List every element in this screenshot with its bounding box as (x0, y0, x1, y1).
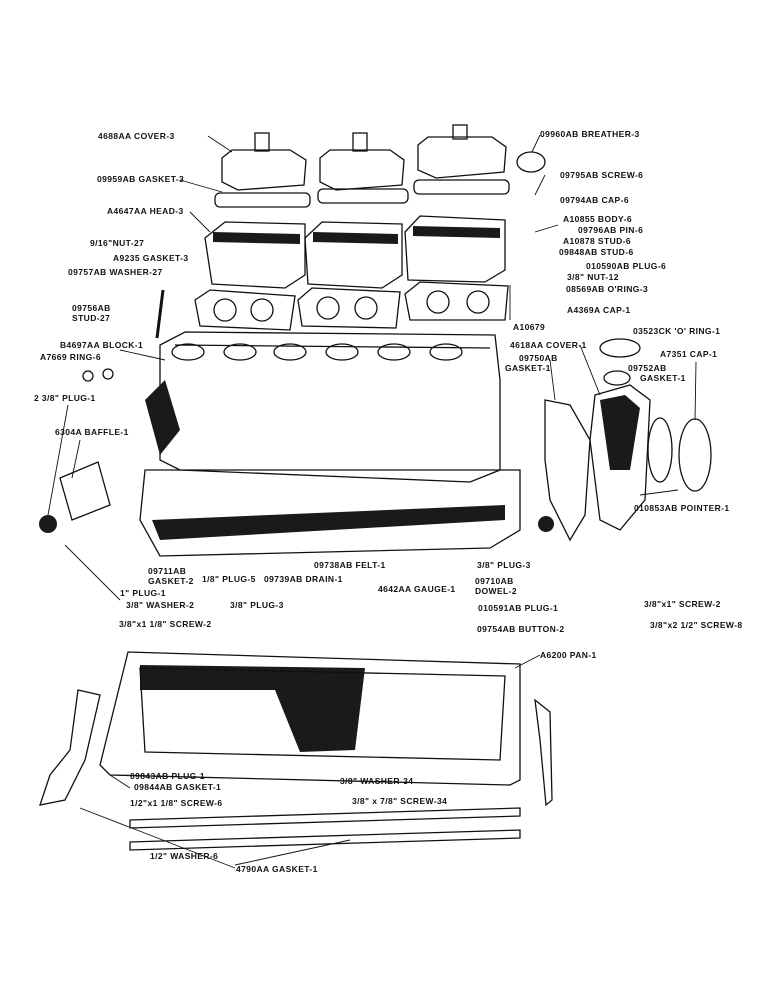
label-pointer: 010853AB POINTER-1 (634, 503, 730, 513)
cover-gasket-1 (214, 192, 311, 208)
label-ring-6: A7669 RING-6 (40, 352, 102, 362)
cover-gasket-side (544, 399, 591, 542)
label-stud-6a: A10878 STUD-6 (563, 236, 632, 246)
label-plug-6: 010590AB PLUG-6 (586, 261, 667, 271)
label-cap-a7351: A7351 CAP-1 (660, 349, 718, 359)
label-plug-38-3b: 3/8" PLUG-3 (230, 600, 284, 610)
label-gasket-09752-b: GASKET-1 (640, 373, 686, 383)
label-gasket-09711-a: 09711AB (148, 566, 187, 576)
label-stud-6b: 09848AB STUD-6 (559, 247, 634, 257)
label-plug-010591: 010591AB PLUG-1 (478, 603, 559, 613)
cylinder-heads (204, 215, 506, 289)
oil-pan (99, 651, 521, 786)
label-cover: 4688AA COVER-3 (98, 131, 175, 141)
label-washer-6: 1/2" WASHER-6 (150, 851, 219, 861)
label-plug-38-3a: 3/8" PLUG-3 (477, 560, 531, 570)
label-dowel-b: DOWEL-2 (475, 586, 517, 596)
label-oring-3: 08569AB O'RING-3 (566, 284, 649, 294)
label-block: B4697AA BLOCK-1 (60, 340, 144, 350)
label-oring-03523: 03523CK 'O' RING-1 (633, 326, 721, 336)
label-a10679: A10679 (513, 322, 546, 332)
long-gasket-1 (129, 807, 521, 829)
label-drain: 09739AB DRAIN-1 (264, 574, 343, 584)
label-screw-8: 3/8"x2 1/2" SCREW-8 (650, 620, 743, 630)
pan-gasket-right (534, 698, 553, 807)
label-stud-27-b: STUD-27 (72, 313, 111, 323)
label-plug-09843: 09843AB PLUG-1 (130, 771, 206, 781)
label-button: 09754AB BUTTON-2 (477, 624, 565, 634)
valve-cover-3 (417, 124, 507, 179)
label-gasket-09752-a: 09752AB (628, 363, 667, 373)
button (538, 516, 554, 532)
engine-block (139, 331, 521, 557)
label-gauge: 4642AA GAUGE-1 (378, 584, 456, 594)
label-washer-2: 3/8" WASHER-2 (126, 600, 195, 610)
valve-cover-2 (319, 132, 405, 191)
cover-gasket-3 (413, 179, 510, 195)
head-gaskets (194, 281, 509, 331)
label-screw-6a: 09795AB SCREW-6 (560, 170, 644, 180)
leader-lines (47, 134, 697, 869)
side-gasket (647, 417, 673, 483)
valve-cover-1 (221, 132, 307, 191)
breather-cap (516, 151, 546, 173)
o-ring (603, 370, 631, 386)
large-plug (39, 515, 57, 533)
label-screw-6b: 1/2"x1 1/8" SCREW-6 (130, 798, 223, 808)
label-nut-12: 3/8" NUT-12 (567, 272, 619, 282)
label-stud-27-a: 09756AB (72, 303, 111, 313)
label-gasket-head: A9235 GASKET-3 (113, 253, 189, 263)
label-baffle: 6304A BAFFLE-1 (55, 427, 129, 437)
label-gasket-cover: 09959AB GASKET-3 (97, 174, 185, 184)
label-body-6: A10855 BODY-6 (563, 214, 632, 224)
label-pan: A6200 PAN-1 (540, 650, 597, 660)
label-gasket-09711-b: GASKET-2 (148, 576, 194, 586)
label-pin-6: 09796AB PIN-6 (578, 225, 644, 235)
label-breather: 09960AB BREATHER-3 (540, 129, 640, 139)
timing-cover (589, 384, 651, 531)
label-washer-34: 3/8" WASHER-34 (340, 776, 414, 786)
side-cap (678, 418, 712, 492)
cover-gasket-2 (317, 188, 409, 204)
label-screw-34: 3/8" x 7/8" SCREW-34 (352, 796, 448, 806)
label-screw-2: 3/8"x1" SCREW-2 (644, 599, 721, 609)
ring-1 (82, 370, 94, 382)
label-gasket-09750-a: 09750AB (519, 353, 558, 363)
label-head: A4647AA HEAD-3 (107, 206, 184, 216)
long-gasket-2 (129, 829, 521, 851)
label-washer-27: 09757AB WASHER-27 (68, 267, 163, 277)
label-plug-1: 1" PLUG-1 (120, 588, 166, 598)
baffle (59, 461, 111, 521)
label-plug-18: 1/8" PLUG-5 (202, 574, 256, 584)
label-gasket-09844: 09844AB GASKET-1 (134, 782, 222, 792)
oil-cap (599, 338, 641, 358)
label-cover-4618: 4618AA COVER-1 (510, 340, 587, 350)
ring-2 (102, 368, 114, 380)
label-dowel-a: 09710AB (475, 576, 514, 586)
label-gasket-4790: 4790AA GASKET-1 (236, 864, 318, 874)
label-felt: 09738AB FELT-1 (314, 560, 386, 570)
pan-gasket-left (39, 689, 101, 806)
label-screw-2b: 3/8"x1 1/8" SCREW-2 (119, 619, 212, 629)
label-cap-a4369: A4369A CAP-1 (567, 305, 631, 315)
label-gasket-09750-b: GASKET-1 (505, 363, 551, 373)
label-plug-238: 2 3/8" PLUG-1 (34, 393, 96, 403)
long-stud (155, 289, 165, 339)
label-cap-6: 09794AB CAP-6 (560, 195, 629, 205)
label-nut-27: 9/16"NUT-27 (90, 238, 145, 248)
